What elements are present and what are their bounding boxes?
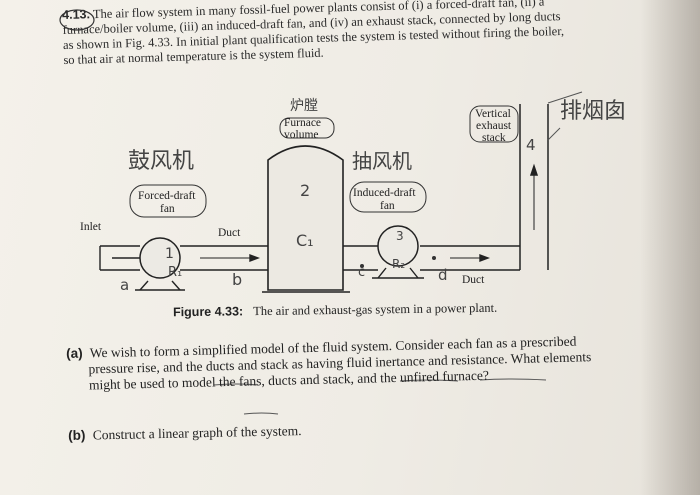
- c1-label: C₁: [296, 231, 314, 250]
- figure-label: Figure 4.33:: [172, 304, 244, 320]
- furnace-note: 炉膛: [290, 98, 318, 114]
- r1-label: R₁: [168, 265, 182, 280]
- num-2: 2: [300, 181, 310, 200]
- stack-label-box: [469, 105, 519, 143]
- underline-fans: [243, 412, 279, 415]
- stack-label-3: stack: [482, 132, 506, 144]
- forced-draft-fan: [135, 237, 185, 291]
- node-a: a: [120, 276, 129, 294]
- induced-fan-label-2: fan: [380, 200, 395, 212]
- question-a-label: (a): [66, 345, 83, 361]
- induced-fan-label-box: [349, 181, 427, 213]
- induced-fan-label-1: Induced-draft: [353, 187, 416, 199]
- forced-fan-note: 鼓风机: [128, 149, 194, 174]
- furnace-label-2: volume: [284, 129, 319, 141]
- induced-draft-fan: [372, 225, 424, 279]
- inlet-label: Inlet: [80, 221, 102, 233]
- stack-annotation-line: [547, 127, 561, 141]
- forced-fan-label-box: [129, 184, 207, 218]
- induced-fan-note: 抽风机: [352, 149, 412, 173]
- forced-fan-label-2: fan: [160, 203, 175, 215]
- underline-resistance: [479, 378, 547, 381]
- stack-note-leader: [547, 91, 583, 104]
- node-b: b: [232, 270, 242, 289]
- num-4: 4: [526, 136, 536, 154]
- furnace-label-box: [279, 117, 335, 139]
- stack-label-1: Vertical: [475, 108, 511, 120]
- underline-ducts: [213, 383, 259, 386]
- duct-right-label: Duct: [462, 274, 485, 286]
- num-1: 1: [165, 246, 174, 262]
- question-b-label: (b): [68, 427, 86, 443]
- figure-caption-text: The air and exhaust-gas system in a powe…: [253, 300, 498, 319]
- page-shadow: [640, 0, 700, 495]
- inlet-bracket: [99, 245, 140, 271]
- right-duct: [343, 245, 520, 271]
- r2-label: R₂: [392, 257, 405, 271]
- stack-label-2: exhaust: [476, 120, 512, 132]
- vertical-exhaust-stack: [519, 104, 549, 270]
- underline-inertance: [399, 379, 459, 382]
- furnace-label-1: Furnace: [284, 117, 321, 129]
- duct-dot: [432, 256, 436, 260]
- node-c: c: [358, 265, 365, 280]
- duct-left-label: Duct: [218, 227, 241, 239]
- duct-dot: [360, 264, 364, 268]
- furnace-volume: [262, 145, 350, 293]
- node-d: d: [438, 266, 448, 284]
- num-3: 3: [396, 229, 404, 243]
- stack-note: 排烟囱: [560, 99, 626, 124]
- left-duct: [180, 245, 268, 271]
- problem-number-circle: [59, 9, 95, 31]
- forced-fan-label-1: Forced-draft: [138, 190, 196, 202]
